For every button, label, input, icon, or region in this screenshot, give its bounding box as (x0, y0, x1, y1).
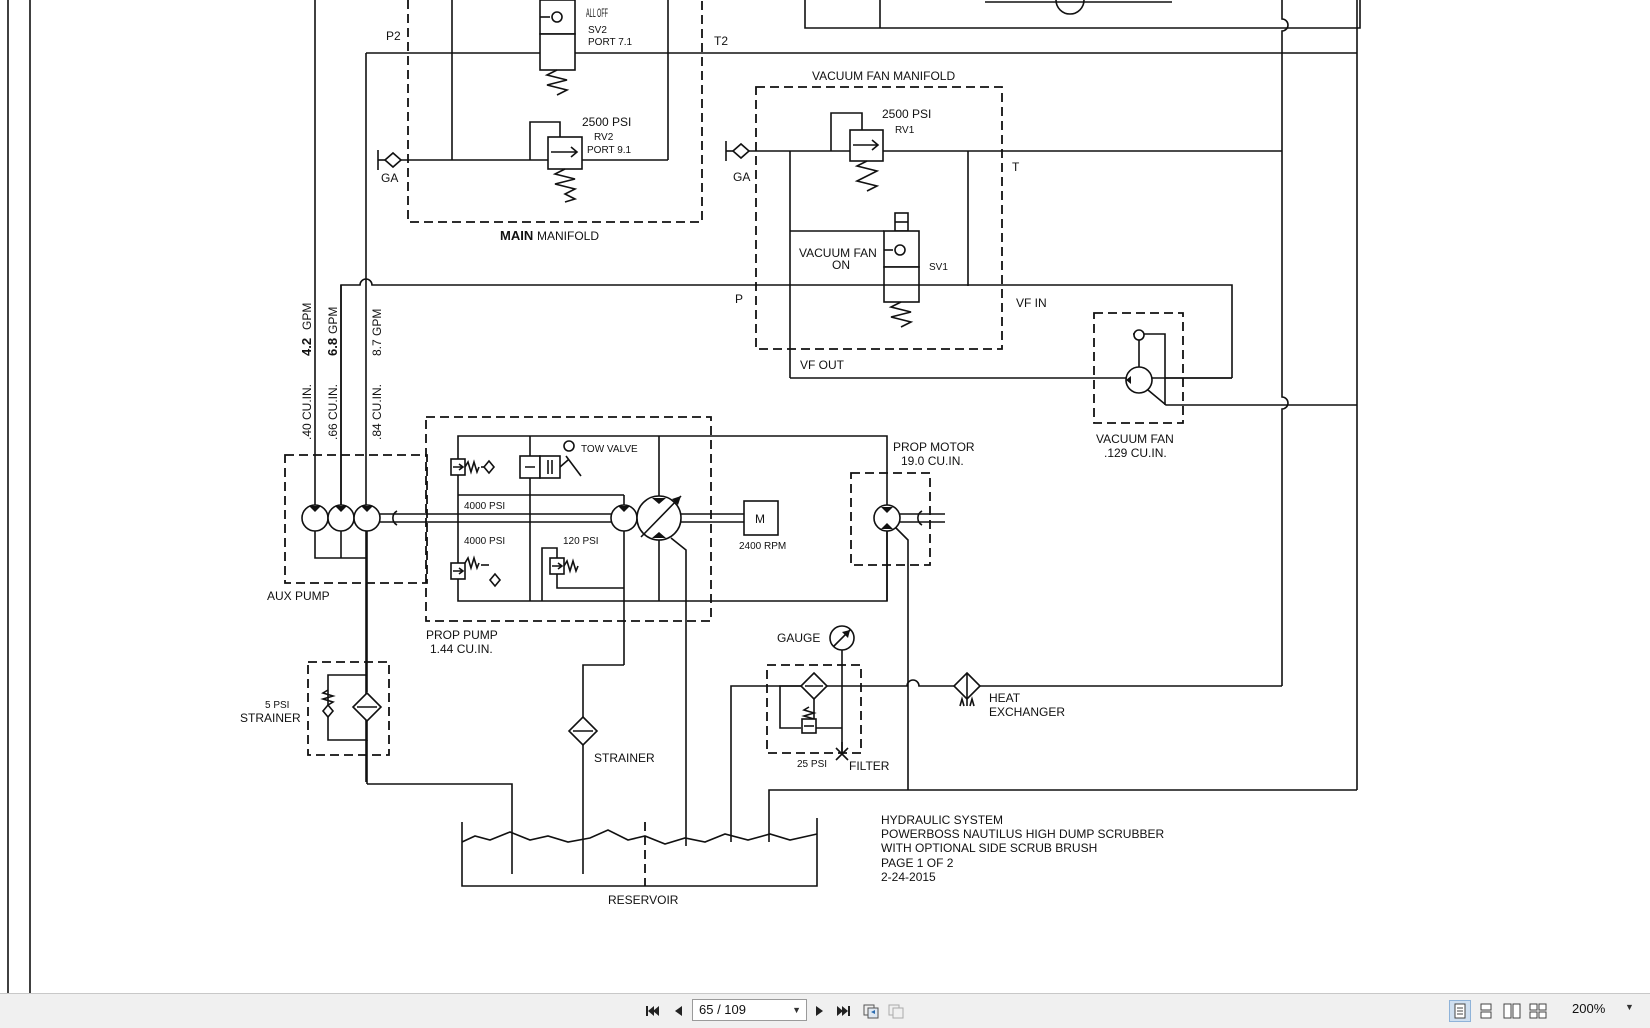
title-line-4: PAGE 1 OF 2 (881, 856, 954, 870)
motor-label: M (755, 512, 765, 526)
continuous-facing-view-button[interactable] (1527, 1000, 1549, 1022)
previous-page-icon (675, 1006, 682, 1016)
rv1-id-label: RV1 (895, 125, 915, 136)
heat-exchanger-line1: HEAT (989, 691, 1021, 705)
prop-pump (425, 416, 888, 846)
vf-manifold-title: VACUUM FAN MANIFOLD (812, 69, 955, 83)
previous-view-icon (863, 1004, 879, 1019)
document-viewport[interactable]: P2 T2 ALL OFF SV2 PORT 7.1 2500 PSI RV2 … (0, 0, 1650, 993)
next-view-icon (888, 1004, 904, 1019)
aux1-gpm-num: 4.2 (299, 338, 314, 356)
reservoir-label: RESERVOIR (608, 893, 679, 907)
filter-assembly (730, 625, 1282, 842)
port-p-label: P (735, 292, 743, 306)
first-page-button[interactable] (641, 1000, 663, 1022)
title-line-3: WITH OPTIONAL SIDE SCRUB BRUSH (881, 841, 1097, 855)
title-line-5: 2-24-2015 (881, 870, 936, 884)
rv2-psi-label: 2500 PSI (582, 115, 631, 129)
main-manifold-title: MANIFOLD (537, 229, 599, 243)
sv2-state-label: ALL OFF (586, 6, 608, 20)
previous-page-button[interactable] (667, 1000, 689, 1022)
heat-exchanger-line2: EXCHANGER (989, 705, 1065, 719)
hydraulic-schematic: P2 T2 ALL OFF SV2 PORT 7.1 2500 PSI RV2 … (7, 0, 1361, 993)
last-page-icon (837, 1006, 850, 1016)
page-indicator: 65 / 109 (699, 1002, 746, 1017)
previous-view-button[interactable] (860, 1000, 882, 1022)
rv2-id-label: RV2 (594, 132, 614, 143)
prop-pump-disp: 1.44 CU.IN. (430, 642, 493, 656)
port-t2-label: T2 (714, 34, 728, 48)
strainer-5psi-psi: 5 PSI (265, 700, 289, 711)
prop-motor-disp: 19.0 CU.IN. (901, 454, 964, 468)
next-page-icon (816, 1006, 823, 1016)
zoom-chevron-down-icon[interactable]: ▼ (1625, 1002, 1634, 1012)
sv1-label-1: VACUUM FAN (799, 246, 877, 260)
sv1-id-label: SV1 (929, 262, 948, 273)
sv1-label-2: ON (832, 258, 850, 272)
aux1-disp: .40 CU.IN. (300, 384, 314, 440)
facing-pages-icon (1503, 1003, 1521, 1019)
single-page-icon (1454, 1003, 1466, 1019)
vacuum-fan-label: VACUUM FAN (1096, 432, 1174, 446)
strainer-5psi (307, 661, 390, 784)
main-manifold (365, 0, 1357, 782)
port-p2-label: P2 (386, 29, 401, 43)
facing-view-button[interactable] (1501, 1000, 1523, 1022)
last-page-button[interactable] (833, 1000, 855, 1022)
zoom-level[interactable]: 200% (1572, 1001, 1606, 1016)
prop-pump-label: PROP PUMP (426, 628, 498, 642)
next-view-button[interactable] (885, 1000, 907, 1022)
aux2-disp: .66 CU.IN. (326, 384, 340, 440)
filter-psi: 25 PSI (797, 759, 827, 770)
strainer-main (567, 664, 624, 874)
title-line-1: HYDRAULIC SYSTEM (881, 813, 1003, 827)
continuous-facing-icon (1529, 1003, 1547, 1019)
single-page-view-button[interactable] (1449, 1000, 1471, 1022)
sv2-port-label: PORT 7.1 (588, 37, 633, 48)
charge-relief-label: 120 PSI (563, 536, 599, 547)
relief-b-label: 4000 PSI (464, 536, 505, 547)
continuous-view-button[interactable] (1475, 1000, 1497, 1022)
filter-label: FILTER (849, 759, 890, 773)
viewer-toolbar: 65 / 109 ▼ 200% ▼ (0, 993, 1650, 1028)
main-manifold-title-bold: MAIN (500, 228, 533, 243)
title-line-2: POWERBOSS NAUTILUS HIGH DUMP SCRUBBER (881, 827, 1164, 841)
engine-motor (743, 500, 779, 536)
strainer-5psi-label: STRAINER (240, 711, 301, 725)
port-t-label: T (1012, 160, 1020, 174)
continuous-page-icon (1480, 1003, 1492, 1019)
title-block: HYDRAULIC SYSTEM POWERBOSS NAUTILUS HIGH… (881, 813, 1164, 884)
reservoir (461, 818, 818, 887)
prop-motor-label: PROP MOTOR (893, 440, 975, 454)
aux3-disp: .84 CU.IN. (370, 384, 384, 440)
first-page-icon (646, 1006, 659, 1016)
relief-a-label: 4000 PSI (464, 501, 505, 512)
vacuum-fan-manifold (725, 86, 1282, 379)
vf-out-label: VF OUT (800, 358, 845, 372)
prop-motor (850, 472, 945, 790)
chevron-down-icon: ▼ (792, 1005, 801, 1015)
aux1-gpm-unit: GPM (300, 303, 314, 330)
next-page-button[interactable] (809, 1000, 831, 1022)
motor-rpm: 2400 RPM (739, 541, 786, 552)
tow-valve-label: TOW VALVE (581, 444, 638, 455)
aux2-gpm-unit: GPM (326, 307, 340, 334)
vacuum-fan (1093, 312, 1357, 424)
aux2-gpm-num: 6.8 (325, 338, 340, 356)
aux3-gpm: 8.7 GPM (370, 309, 384, 356)
gauge-label: GAUGE (777, 631, 820, 645)
heat-exchanger (952, 671, 982, 707)
rv1-psi-label: 2500 PSI (882, 107, 931, 121)
aux-pump-label: AUX PUMP (267, 589, 330, 603)
vf-gauge-label: GA (733, 170, 750, 184)
strainer-label: STRAINER (594, 751, 655, 765)
rv2-port-label: PORT 9.1 (587, 145, 632, 156)
page-number-input[interactable]: 65 / 109 ▼ (692, 999, 807, 1021)
aux-pump (284, 0, 612, 662)
main-gauge-label: GA (381, 171, 398, 185)
vf-in-label: VF IN (1016, 296, 1047, 310)
vacuum-fan-disp: .129 CU.IN. (1104, 446, 1167, 460)
sv2-id-label: SV2 (588, 25, 607, 36)
